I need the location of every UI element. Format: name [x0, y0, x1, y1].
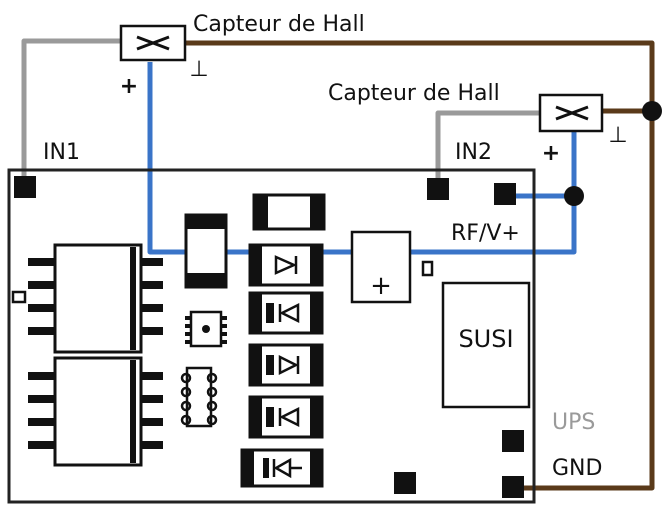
sensor-2-plus: + [542, 141, 560, 166]
resistor-array [180, 366, 218, 428]
smd-resistor [252, 193, 326, 231]
ic-chip [28, 356, 163, 467]
pin-label-ups: UPS [552, 410, 595, 435]
sensor-1-ground: ⊥ [189, 57, 208, 82]
sensor-1-label: Capteur de Hall [193, 12, 365, 37]
capacitor-box [350, 230, 412, 304]
capacitor-plus-label: + [370, 271, 392, 301]
sensor-1-plus: + [120, 74, 138, 99]
pad-ups [502, 430, 524, 452]
pin-label-in2: IN2 [455, 140, 492, 165]
signal-wires [21, 38, 540, 186]
sensor-2-ground: ⊥ [608, 123, 627, 148]
hall-sensor-1: Capteur de Hall + ⊥ [119, 12, 365, 99]
susi-connector [441, 281, 531, 409]
pad-in1 [14, 176, 36, 198]
vertical-capacitor [184, 213, 228, 289]
pad-gnd [502, 476, 524, 498]
diode [248, 395, 324, 439]
pin-label-rfv: RF/V+ [451, 221, 520, 246]
diode [248, 291, 324, 335]
small-ic [185, 310, 227, 348]
pad-in2 [427, 178, 449, 200]
small-component [421, 260, 434, 277]
decoder-board [7, 168, 536, 504]
diode [248, 343, 324, 387]
hall-sensor-2: Capteur de Hall + ⊥ [328, 81, 628, 166]
pads [14, 176, 524, 498]
pad-rfv [494, 183, 516, 205]
diode [240, 448, 324, 488]
ground-junction [642, 101, 662, 121]
ic-chip [28, 243, 163, 354]
pin-label-in1: IN1 [43, 140, 80, 165]
pad-bottom [394, 472, 416, 494]
sensor-2-label: Capteur de Hall [328, 81, 500, 106]
diode [248, 243, 324, 287]
pin-label-gnd: GND [552, 456, 602, 481]
power-junction [564, 186, 584, 206]
susi-label: SUSI [458, 325, 513, 353]
board-marker [11, 290, 27, 304]
